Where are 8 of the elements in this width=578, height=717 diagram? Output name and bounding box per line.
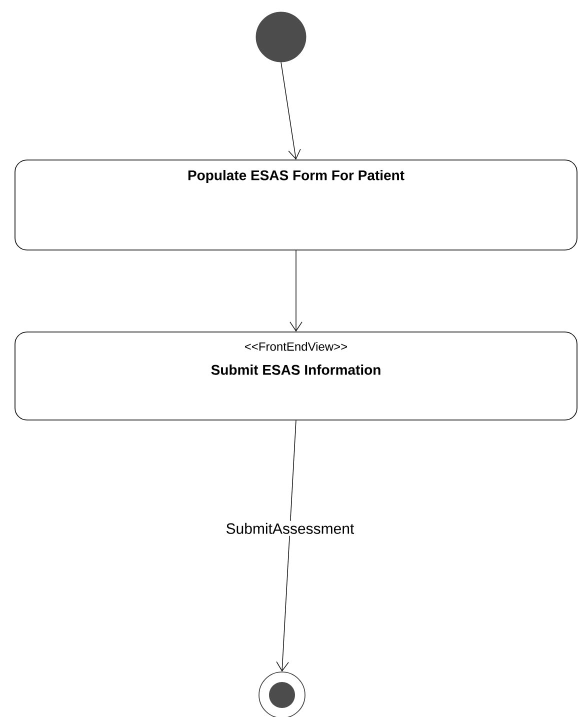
arrow (276, 420, 296, 672)
arrow (290, 250, 302, 332)
arrow (280, 62, 301, 160)
action-box: Populate ESAS Form For Patient (14, 160, 578, 250)
end-node (258, 672, 306, 717)
action-box: <<FrontEndView>> Submit ESAS Information (14, 332, 578, 420)
start-node (256, 12, 306, 62)
edge-label: SubmitAssessment (224, 520, 356, 536)
